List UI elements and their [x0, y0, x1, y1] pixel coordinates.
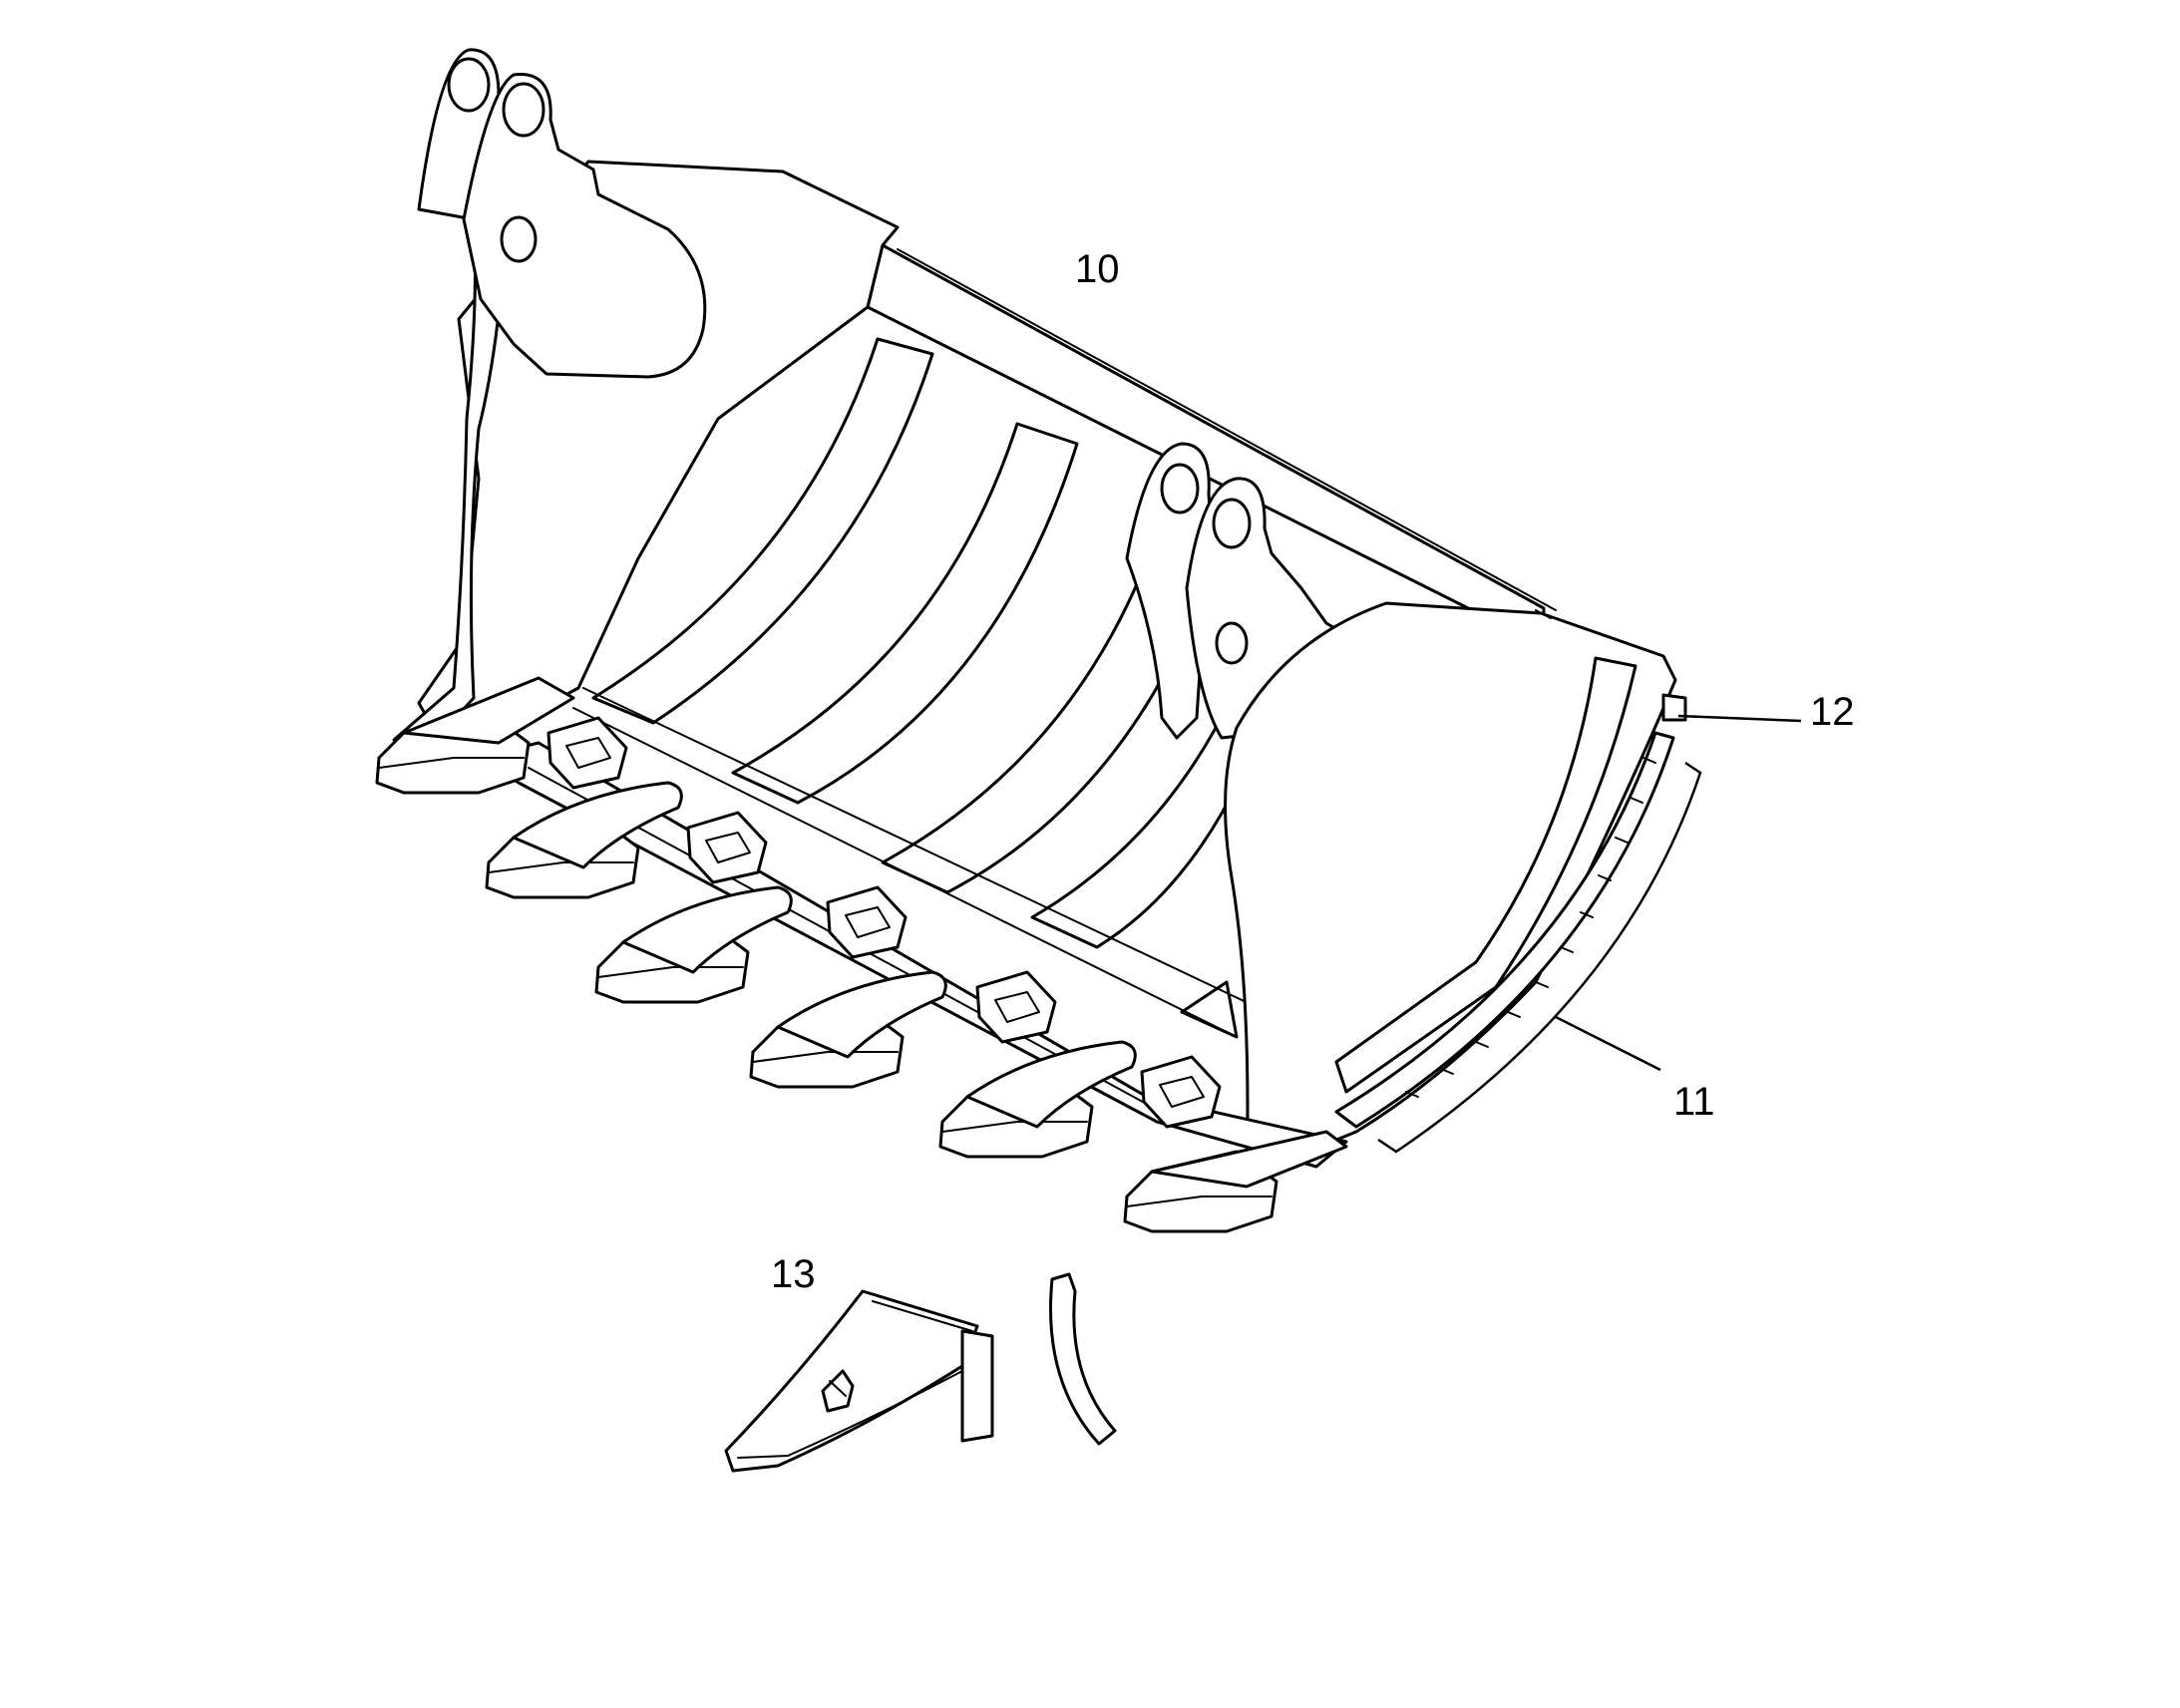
- tooth: [375, 676, 575, 795]
- bucket-floor: [572, 687, 1258, 1038]
- side-cutter-segments: [1334, 693, 1687, 1129]
- callout-11: 11: [1673, 1080, 1715, 1124]
- retaining-pin: [1049, 1272, 1117, 1446]
- adapter-block: [975, 970, 1057, 1044]
- bucket-teeth: [375, 676, 1348, 1233]
- adapter-blocks: [546, 716, 1222, 1129]
- hinge-hole-icon: [1212, 498, 1252, 549]
- adapter-block: [1140, 1055, 1222, 1129]
- hinge-hole-icon: [1160, 463, 1200, 514]
- leader-lines: [1377, 714, 1802, 1154]
- adapter-block: [826, 885, 908, 959]
- left-side-plate: [392, 48, 900, 760]
- hinge-hole-icon: [502, 82, 545, 138]
- detached-tooth: [724, 1289, 994, 1473]
- adapter-block: [686, 811, 768, 884]
- callout-13: 13: [771, 1252, 816, 1296]
- callout-12: 12: [1810, 690, 1855, 734]
- tooth: [749, 970, 947, 1089]
- pin-hole-icon: [1215, 621, 1249, 665]
- adapter-block: [546, 716, 628, 790]
- leader-line-12: [1677, 714, 1802, 723]
- callout-10: 10: [1075, 247, 1120, 291]
- tooth: [1123, 1130, 1348, 1233]
- tooth: [938, 1040, 1137, 1159]
- pin-hole-icon: [500, 215, 538, 263]
- tooth: [594, 885, 793, 1004]
- hinge-hole-icon: [447, 57, 491, 113]
- right-side-plate: [1224, 601, 1677, 1179]
- tooth: [485, 781, 683, 899]
- leader-line-11: [1377, 761, 1702, 1154]
